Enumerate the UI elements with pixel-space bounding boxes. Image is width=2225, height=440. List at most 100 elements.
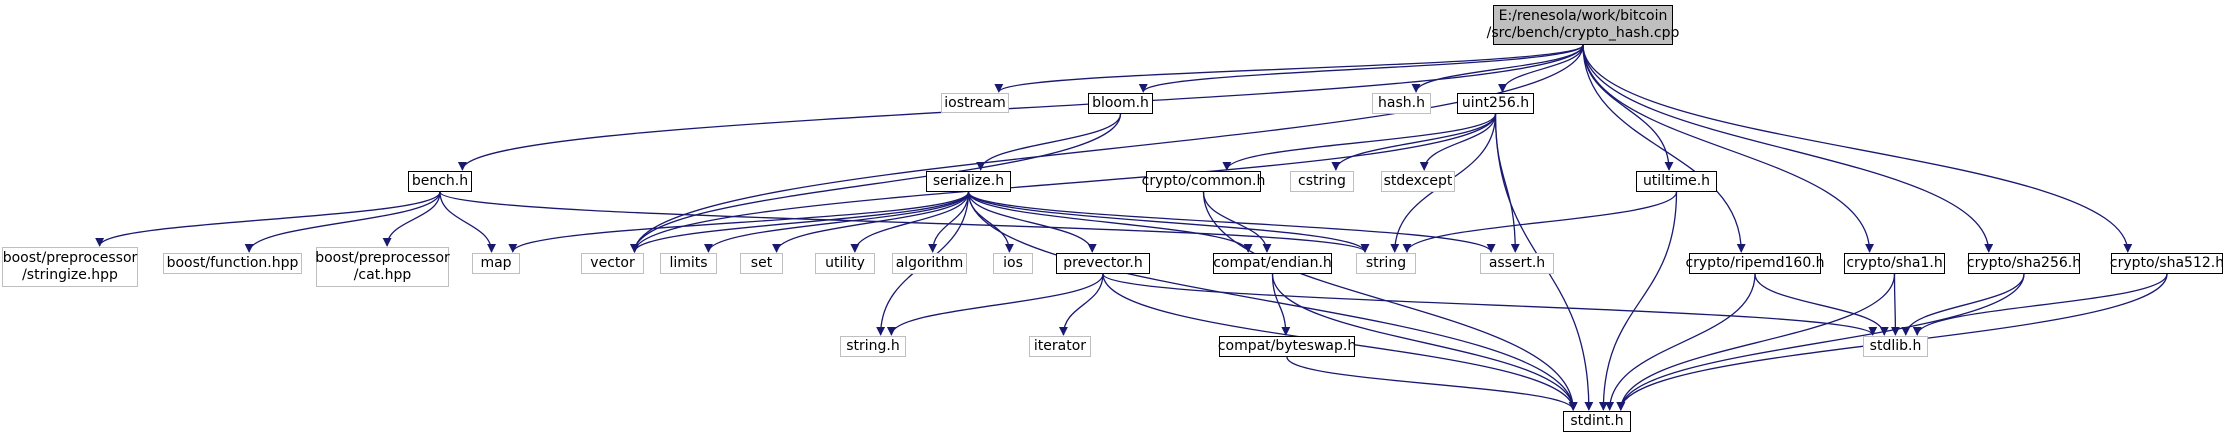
node-cat: boost/preprocessor/cat.hpp bbox=[315, 247, 450, 287]
edge-serialize-to-utility bbox=[850, 191, 970, 253]
node-label-line: compat/endian.h bbox=[1213, 255, 1332, 271]
edge-serialize-to-set bbox=[772, 191, 970, 253]
edge-root-to-sha256 bbox=[1582, 44, 1994, 253]
node-label-line: crypto/common.h bbox=[1141, 173, 1266, 189]
edge-prevector-to-string_h bbox=[886, 273, 1104, 336]
node-label-line: cstring bbox=[1298, 173, 1346, 189]
edge-bloom-to-vector bbox=[630, 113, 1122, 253]
node-label-line: hash.h bbox=[1378, 95, 1425, 111]
node-label-line: crypto/sha512.h bbox=[2109, 255, 2225, 271]
edge-crypto_common-to-compat_endian bbox=[1202, 191, 1272, 253]
node-label-line: string bbox=[1365, 255, 1407, 271]
node-label-line: utility bbox=[825, 255, 865, 271]
node-uint256[interactable]: uint256.h bbox=[1457, 93, 1534, 114]
edge-byteswap-to-stdint bbox=[1286, 356, 1578, 411]
node-label-line: serialize.h bbox=[932, 173, 1005, 189]
node-prevector[interactable]: prevector.h bbox=[1056, 253, 1150, 274]
edge-utiltime-to-string bbox=[1402, 191, 1678, 253]
node-label-line: utiltime.h bbox=[1642, 173, 1711, 189]
edge-serialize-to-assert bbox=[967, 191, 1496, 253]
edge-sha1-to-stdint bbox=[1616, 273, 1896, 411]
edge-bloom-to-serialize bbox=[976, 113, 1122, 171]
node-iterator: iterator bbox=[1029, 336, 1091, 357]
node-utiltime[interactable]: utiltime.h bbox=[1636, 171, 1717, 192]
node-label-line: vector bbox=[590, 255, 635, 271]
node-string-h: string.h bbox=[840, 336, 906, 357]
node-label-line: crypto/ripemd160.h bbox=[1685, 255, 1825, 271]
edge-root-to-vector bbox=[630, 44, 1584, 253]
node-cstring: cstring bbox=[1290, 171, 1354, 192]
edge-serialize-to-map bbox=[508, 191, 970, 253]
node-label-line: boost/preprocessor bbox=[2, 250, 138, 266]
node-serialize[interactable]: serialize.h bbox=[926, 171, 1011, 192]
edge-bench-to-stringize bbox=[95, 191, 441, 247]
edge-serialize-to-limits bbox=[704, 191, 970, 253]
node-limits: limits bbox=[660, 253, 717, 274]
node-label-line: stdexcept bbox=[1383, 173, 1453, 189]
node-sha1[interactable]: crypto/sha1.h bbox=[1844, 253, 1945, 274]
node-crypto-common[interactable]: crypto/common.h bbox=[1142, 171, 1265, 192]
node-label-line: algorithm bbox=[895, 255, 964, 271]
node-ripemd160[interactable]: crypto/ripemd160.h bbox=[1685, 253, 1825, 274]
edge-uint256-to-cstring bbox=[1331, 113, 1497, 171]
edge-ripemd160-to-stdint bbox=[1605, 273, 1756, 411]
node-label-line: map bbox=[480, 255, 512, 271]
node-hash: hash.h bbox=[1372, 93, 1431, 114]
edge-serialize-to-stdint bbox=[967, 191, 1578, 411]
node-label-line: compat/byteswap.h bbox=[1217, 338, 1357, 354]
node-function: boost/function.hpp bbox=[163, 253, 302, 274]
edge-uint256-to-stdexcept bbox=[1419, 113, 1497, 171]
edge-ripemd160-to-stdlib bbox=[1754, 273, 1889, 336]
edge-root-to-ripemd160 bbox=[1582, 44, 1746, 253]
edge-sha256-to-stdint bbox=[1616, 273, 2025, 411]
node-string: string bbox=[1356, 253, 1416, 274]
edge-prevector-to-iterator bbox=[1058, 273, 1104, 336]
edge-root-to-sha1 bbox=[1582, 44, 1875, 253]
node-label-line: ios bbox=[1003, 255, 1023, 271]
node-map: map bbox=[472, 253, 520, 274]
edge-serialize-to-string bbox=[967, 191, 1370, 253]
edge-sha1-to-stdlib bbox=[1890, 273, 1900, 336]
edge-root-to-bloom bbox=[1138, 44, 1584, 93]
node-sha512[interactable]: crypto/sha512.h bbox=[2109, 253, 2225, 274]
node-ios: ios bbox=[993, 253, 1033, 274]
node-sha256[interactable]: crypto/sha256.h bbox=[1967, 253, 2081, 274]
edge-sha512-to-stdlib bbox=[1912, 273, 2168, 336]
node-label-line: stdint.h bbox=[1570, 413, 1624, 429]
node-label-line: /stringize.hpp bbox=[22, 267, 118, 283]
node-label-line: /cat.hpp bbox=[353, 267, 412, 283]
edge-bench-to-map bbox=[439, 191, 497, 253]
edge-root-to-sha512 bbox=[1582, 44, 2133, 253]
node-vector: vector bbox=[581, 253, 644, 274]
node-byteswap[interactable]: compat/byteswap.h bbox=[1217, 336, 1357, 357]
node-label-line: limits bbox=[669, 255, 708, 271]
node-stringize: boost/preprocessor/stringize.hpp bbox=[2, 247, 138, 287]
edge-bench-to-string bbox=[439, 191, 1370, 253]
node-label-line: uint256.h bbox=[1461, 95, 1530, 111]
node-bench[interactable]: bench.h bbox=[408, 171, 472, 192]
node-label-line: iterator bbox=[1033, 338, 1087, 354]
node-assert: assert.h bbox=[1480, 253, 1554, 274]
node-utility: utility bbox=[815, 253, 875, 274]
edge-utiltime-to-stdint bbox=[1598, 191, 1678, 411]
node-bloom[interactable]: bloom.h bbox=[1088, 93, 1153, 114]
node-label-line: bench.h bbox=[411, 173, 469, 189]
edge-root-to-hash bbox=[1411, 44, 1584, 93]
node-label-line: set bbox=[750, 255, 773, 271]
edge-serialize-to-algorithm bbox=[928, 191, 970, 253]
node-label-line: boost/preprocessor bbox=[315, 250, 450, 266]
edge-prevector-to-stdlib bbox=[1102, 273, 1878, 336]
node-label-line: boost/function.hpp bbox=[166, 255, 299, 271]
node-root[interactable]: E:/renesola/work/bitcoin/src/bench/crypt… bbox=[1487, 5, 1679, 45]
node-label-line: E:/renesola/work/bitcoin bbox=[1498, 8, 1668, 24]
edge-serialize-to-ios bbox=[967, 191, 1014, 253]
node-compat-endian[interactable]: compat/endian.h bbox=[1213, 253, 1332, 274]
node-label-line: iostream bbox=[944, 94, 1006, 111]
node-label-line: stdlib.h bbox=[1869, 338, 1922, 354]
edge-uint256-to-crypto_common bbox=[1222, 113, 1497, 171]
node-stdint[interactable]: stdint.h bbox=[1563, 411, 1631, 432]
node-set: set bbox=[740, 253, 783, 274]
node-stdlib: stdlib.h bbox=[1863, 336, 1928, 357]
